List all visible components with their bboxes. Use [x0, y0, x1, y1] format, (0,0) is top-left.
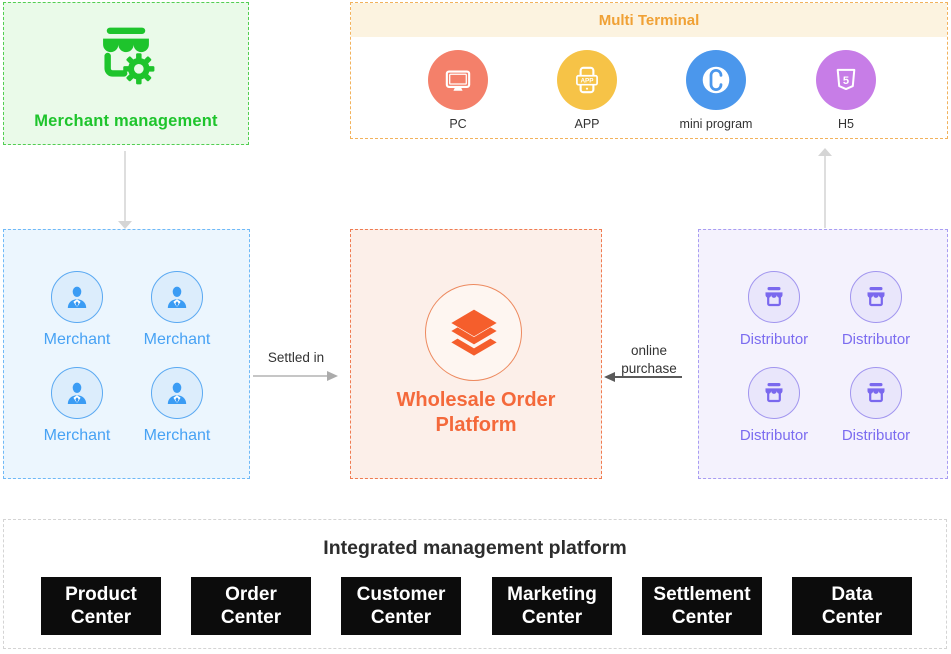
distributor-label: Distributor: [841, 427, 911, 444]
merchant-node: Merchant: [22, 271, 132, 349]
svg-text:5: 5: [843, 75, 849, 87]
data-center-block: Data Center: [792, 577, 912, 635]
settled-in-connector: [253, 375, 327, 377]
distributor-label: Distributor: [841, 331, 911, 348]
terminal-label: PC: [449, 117, 467, 131]
wholesale-platform-label: Wholesale Order Platform: [396, 389, 556, 436]
store-gear-icon: [93, 25, 159, 92]
settlement-center-block: Settlement Center: [642, 577, 762, 635]
online-purchase-line1: online: [630, 343, 668, 358]
terminal-label: APP: [574, 117, 600, 131]
order-center-block: Order Center: [191, 577, 311, 635]
multi-terminal-box: Multi Terminal PC APP APP: [350, 2, 948, 139]
storefront-icon: [748, 271, 800, 323]
distributor-node: Distributor: [719, 271, 829, 348]
merchant-node: Merchant: [122, 367, 232, 445]
terminal-label: mini program: [679, 117, 753, 131]
terminal-h5: 5 H5: [791, 50, 901, 131]
merchant-label: Merchant: [43, 427, 111, 444]
arrow-up-head-icon: [818, 148, 832, 156]
arrow-left-head-icon: [604, 372, 615, 382]
svg-text:APP: APP: [580, 78, 594, 85]
terminal-mini-program: mini program: [661, 50, 771, 131]
merchant-label: Merchant: [143, 331, 211, 348]
merchant-node: Merchant: [22, 367, 132, 445]
distributor-node: Distributor: [719, 367, 829, 444]
integrated-platform-box: Integrated management platform Product C…: [3, 519, 947, 649]
terminal-pc: PC: [403, 50, 513, 131]
arrow-right-head-icon: [327, 371, 338, 381]
center-label-line: Product: [65, 583, 137, 605]
merchant-label: Merchant: [143, 427, 211, 444]
merchant-node: Merchant: [122, 271, 232, 349]
mini-program-icon: [686, 50, 746, 110]
html5-icon: 5: [816, 50, 876, 110]
multi-terminal-header: Multi Terminal: [351, 3, 947, 37]
center-label-line: Settlement: [653, 583, 751, 605]
storefront-icon: [850, 367, 902, 419]
arrow-down-connector: [124, 151, 126, 221]
center-label-line: Center: [521, 607, 583, 628]
center-label-line: Data: [831, 583, 873, 605]
online-purchase-label: online purchase: [606, 342, 692, 377]
arrow-down-head-icon: [118, 221, 132, 229]
merchant-management-box: Merchant management: [3, 2, 249, 145]
terminal-label: H5: [838, 117, 854, 131]
app-phone-icon: APP: [557, 50, 617, 110]
storefront-icon: [850, 271, 902, 323]
wholesale-platform-box: Wholesale Order Platform: [350, 229, 602, 479]
arrow-up-connector: [824, 156, 826, 228]
center-label-line: Marketing: [507, 583, 597, 605]
storefront-icon: [748, 367, 800, 419]
merchant-person-icon: [151, 271, 203, 323]
distributors-box: Distributor Distributor Distributor: [698, 229, 948, 479]
customer-center-block: Customer Center: [341, 577, 461, 635]
terminal-app: APP APP: [532, 50, 642, 131]
center-label-line: Order: [225, 583, 277, 605]
settled-in-label: Settled in: [267, 350, 325, 365]
product-center-block: Product Center: [41, 577, 161, 635]
distributor-label: Distributor: [739, 427, 809, 444]
center-label-line: Center: [70, 607, 132, 628]
marketing-center-block: Marketing Center: [492, 577, 612, 635]
center-label-line: Center: [370, 607, 432, 628]
integrated-platform-title: Integrated management platform: [323, 537, 627, 559]
center-label-line: Center: [671, 607, 733, 628]
online-purchase-connector: [615, 376, 682, 378]
merchant-person-icon: [51, 367, 103, 419]
merchant-management-label: Merchant management: [34, 112, 218, 130]
merchant-person-icon: [51, 271, 103, 323]
merchant-person-icon: [151, 367, 203, 419]
stacked-layers-icon: [425, 284, 522, 381]
center-label-line: Customer: [356, 583, 446, 605]
online-purchase-line2: purchase: [621, 360, 677, 376]
multi-terminal-title: Multi Terminal: [598, 11, 700, 29]
distributor-label: Distributor: [739, 331, 809, 348]
center-label-line: Center: [220, 607, 282, 628]
distributor-node: Distributor: [821, 367, 931, 444]
distributor-node: Distributor: [821, 271, 931, 348]
pc-monitor-icon: [428, 50, 488, 110]
merchant-label: Merchant: [43, 331, 111, 348]
merchants-box: Merchant Merchant: [3, 229, 250, 479]
center-label-line: Center: [821, 607, 883, 628]
